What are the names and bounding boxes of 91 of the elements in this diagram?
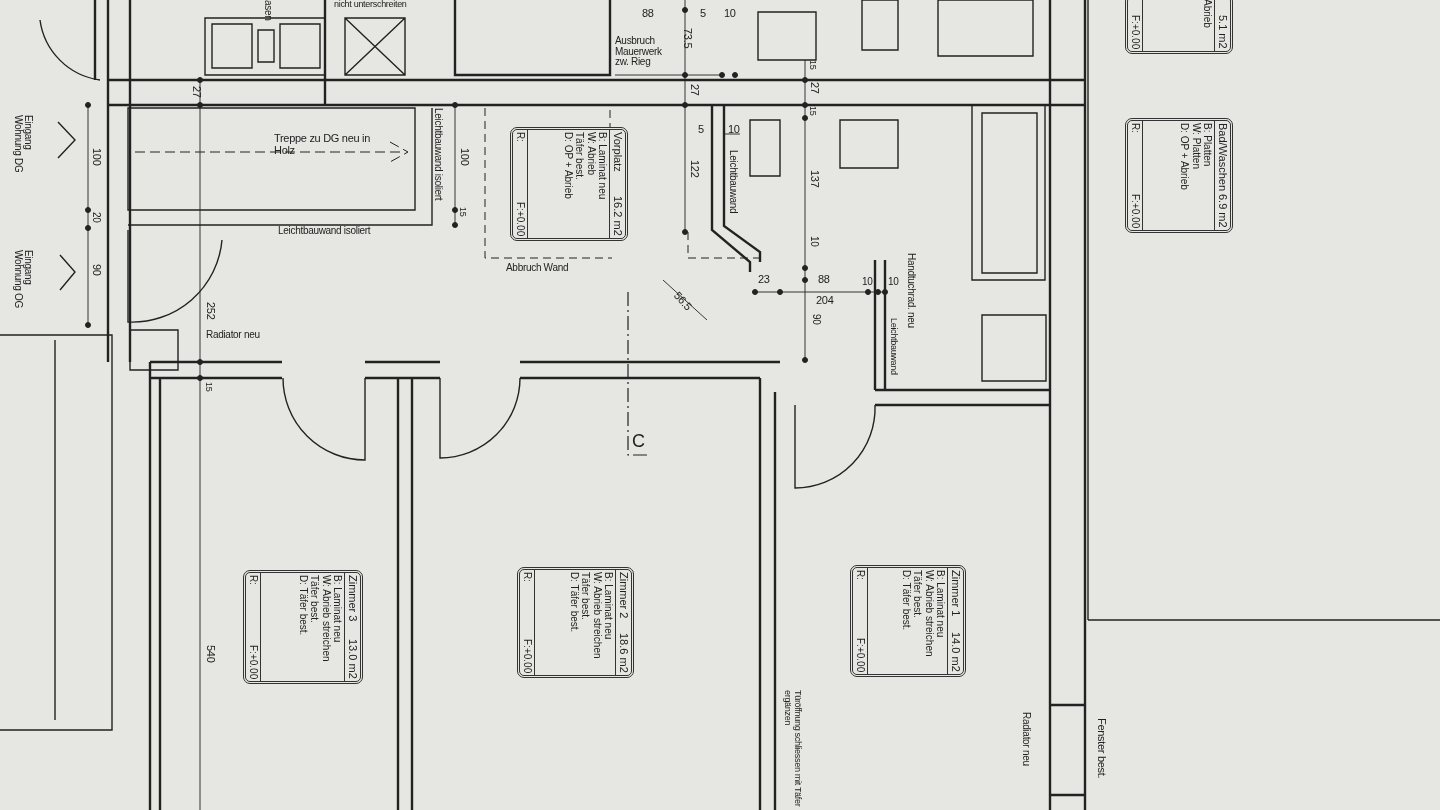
field-label: R: [521, 572, 533, 582]
dimension-value: 5 [698, 124, 704, 136]
finish-note: B: Platten [1201, 123, 1214, 169]
dimension-value: 100 [458, 148, 470, 166]
plan-note: Radiator neu [1020, 712, 1031, 766]
dimension-value: 122 [688, 160, 700, 178]
dimension-value: 5 [700, 8, 706, 20]
dimension-value: 10 [888, 277, 899, 288]
finish-note: B: Laminat neu [331, 575, 344, 645]
room-stamp [510, 127, 628, 241]
dimension-value: 540 [204, 645, 216, 663]
plan-note: Treppe zu DG neu in Holz [274, 133, 371, 157]
plan-note: Abbruch Wand [506, 263, 569, 274]
plan-note: nicht unterschreiten [334, 0, 407, 10]
dimension-value: 137 [808, 170, 820, 188]
room-area: 16.2 m2 [611, 196, 624, 236]
finish-note: B: Laminat neu [602, 572, 615, 642]
room-name: Bad/Waschen [1216, 123, 1229, 192]
finish-note: B: Laminat neu [596, 132, 609, 202]
finish-note: Täfer best. [573, 132, 586, 182]
finish-note: W: Abrieb streichen [320, 575, 332, 664]
finish-note: D: OP + Abrieb [562, 132, 574, 201]
floor-level: F:+0.00 [521, 638, 533, 673]
plan-note: Leichtbauwand [889, 318, 899, 375]
dimension-value: 15 [458, 207, 468, 217]
room-stamp [1125, 118, 1233, 233]
finish-note: W: Platten [1190, 123, 1202, 171]
finish-note: Täfer best. [308, 575, 321, 625]
finish-note: D: Täfer best. [900, 570, 912, 633]
dimension-value: 27 [808, 82, 820, 94]
room-stamp [517, 567, 634, 678]
entrance-note: Eingang Wohnung DG [12, 115, 33, 175]
plan-note: Radiator neu [206, 330, 260, 341]
floor-level: F:+0.00 [854, 637, 866, 672]
room-stamp [243, 570, 363, 684]
dimension-value: 73.5 [681, 28, 693, 49]
field-label: R: [514, 132, 526, 142]
room-area: 5.1 m2 [1216, 15, 1229, 49]
room-area: 18.6 m2 [617, 633, 630, 673]
floor-level: F:+0.00 [247, 644, 259, 679]
dimension-value: 204 [816, 295, 834, 307]
finish-note: W: Abrieb streichen [591, 572, 603, 661]
dimension-value: 10 [808, 236, 819, 247]
field-label: R: [854, 570, 866, 580]
dimension-value: 15 [204, 382, 214, 392]
dimension-value: 90 [90, 264, 102, 276]
room-area: 6.9 m2 [1216, 194, 1229, 228]
dimension-value: 23 [758, 274, 770, 286]
floor-level: F:+0.00 [514, 201, 526, 236]
dimension-value: 15 [808, 106, 818, 116]
dimension-value: 252 [204, 302, 216, 320]
section-marker: C [632, 432, 645, 451]
dimension-value: 10 [728, 124, 740, 136]
floor-level: F:+0.00 [1129, 193, 1141, 228]
finish-note: B: Laminat neu [934, 570, 947, 640]
dimension-value: 100 [90, 148, 102, 166]
plan-note: Leichtbauwand isoliert [278, 226, 371, 237]
plan-note: Handtuchrad. neu [905, 253, 916, 328]
room-name: Vorplatz [611, 132, 624, 172]
room-name: Zimmer 3 [346, 575, 359, 622]
finish-note: W: Abrieb streichen [923, 570, 935, 659]
dimension-value: 27 [688, 84, 700, 96]
dimension-value: 27 [190, 86, 202, 98]
finish-note: Täfer best. [911, 570, 924, 620]
plan-note: Leichtbauwand [727, 150, 738, 214]
finish-note: Täfer best. [579, 572, 592, 622]
dimension-value: 88 [818, 274, 830, 286]
field-label: R: [1129, 123, 1141, 133]
room-stamp [850, 565, 966, 677]
plan-note: Leichtbauwand isoliert [432, 108, 443, 201]
entrance-note: Eingang Wohnung OG [12, 250, 33, 310]
floor-level: F:+0.00 [1129, 14, 1141, 49]
dimension-value: 88 [642, 8, 654, 20]
dimension-value: 90 [810, 314, 821, 325]
room-name: Zimmer 2 [617, 572, 630, 619]
plan-note: Türöffnung schliessen mit Täfer ergänzen [783, 690, 802, 808]
room-name: Zimmer 1 [949, 570, 962, 617]
room-area: 14.0 m2 [949, 632, 962, 672]
finish-note: D: Täfer best. [568, 572, 580, 635]
finish-note: D: OP + Abrieb [1178, 123, 1191, 192]
dimension-value: 10 [862, 277, 873, 288]
room-stamp [1125, 0, 1233, 54]
finish-note: D: Täfer best. [297, 575, 309, 638]
dimension-value: 20 [90, 212, 101, 223]
finish-note: W: Abrieb [585, 132, 597, 178]
plan-note: Ausbruch Mauerwerk zw. Rieg [615, 36, 663, 68]
dimension-value: 10 [724, 8, 736, 20]
room-area: 13.0 m2 [346, 639, 359, 679]
plan-note: Fenster best. [1095, 718, 1107, 779]
dimension-value: 15 [808, 60, 818, 70]
field-label: R: [247, 575, 259, 585]
